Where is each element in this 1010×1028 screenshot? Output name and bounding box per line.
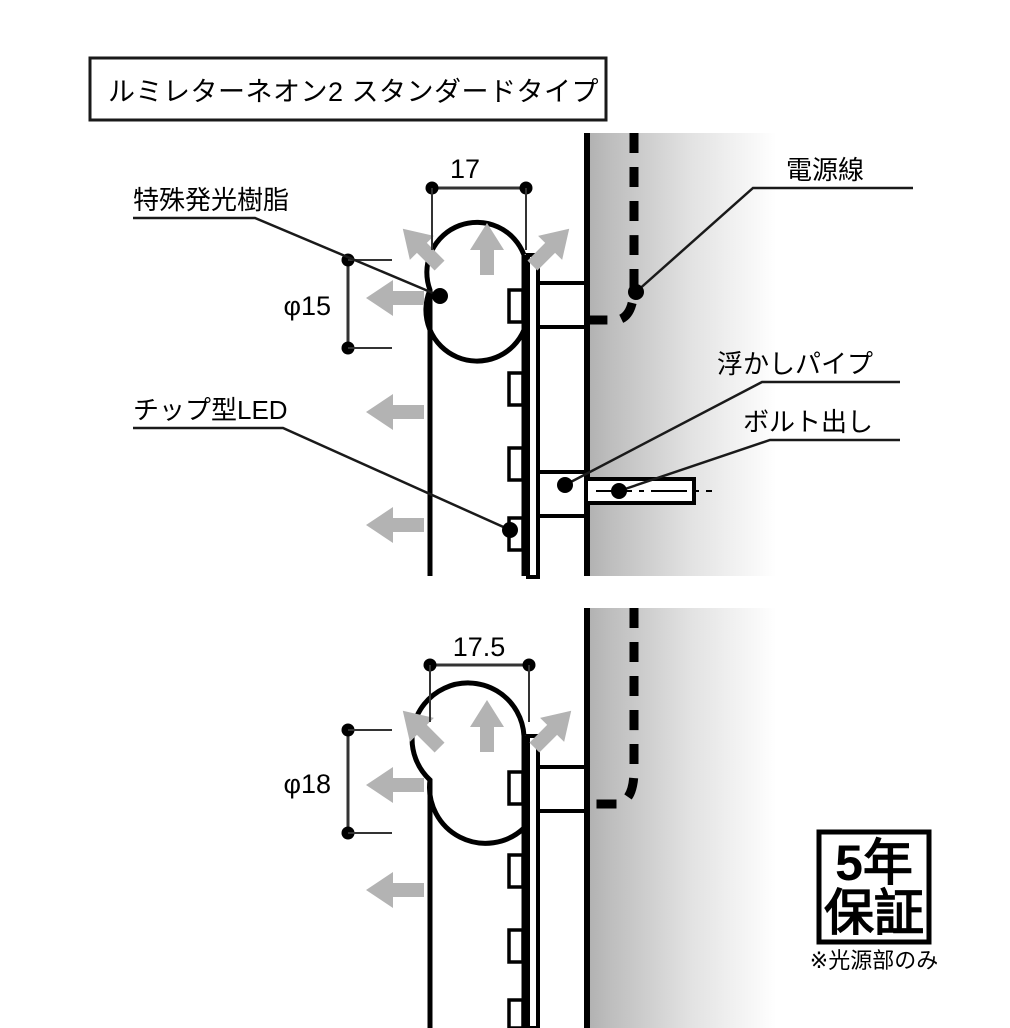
led-chips-bottom <box>507 770 525 1028</box>
light-arrow-left-3 <box>366 507 424 543</box>
badge-warranty: 保証 <box>824 885 924 941</box>
wall-bottom <box>584 608 776 1028</box>
leader-power-line <box>628 186 913 300</box>
dimension-bottom-width <box>423 658 536 722</box>
leader-led <box>133 426 518 538</box>
dim-top-diameter: φ15 <box>283 291 331 321</box>
tube-back-channel-bottom <box>526 734 540 1028</box>
dim-bottom-width: 17.5 <box>453 632 506 662</box>
page-title: ルミレターネオン2 スタンダードタイプ <box>108 77 599 107</box>
leader-float-pipe <box>557 380 900 493</box>
badge-years: 5年 <box>835 835 913 891</box>
label-bolt: ボルト出し <box>743 407 873 437</box>
light-arrow-left-2 <box>366 394 424 430</box>
warranty-badge-box <box>816 829 932 945</box>
tube-back-channel-top <box>526 253 540 579</box>
light-arrow-left-b1 <box>366 767 424 803</box>
dim-bottom-diameter: φ18 <box>283 769 331 799</box>
title-box <box>88 56 608 122</box>
light-arrow-left-b2 <box>366 872 424 908</box>
label-resin: 特殊発光樹脂 <box>133 185 289 215</box>
power-cable-bottom <box>590 608 639 809</box>
leader-resin <box>133 216 448 304</box>
label-float-pipe: 浮かしパイプ <box>717 349 873 379</box>
badge-note: ※光源部のみ <box>810 948 938 973</box>
led-chips-top <box>507 288 525 552</box>
dimension-bottom-diameter <box>341 723 392 840</box>
label-power-line: 電源線 <box>786 155 864 185</box>
leader-bolt <box>611 438 900 499</box>
bolt-top <box>584 477 712 505</box>
label-led: チップ型LED <box>133 395 288 425</box>
power-cable-top <box>590 133 639 325</box>
dimension-top-width <box>425 181 533 250</box>
dim-top-width: 17 <box>450 154 480 184</box>
